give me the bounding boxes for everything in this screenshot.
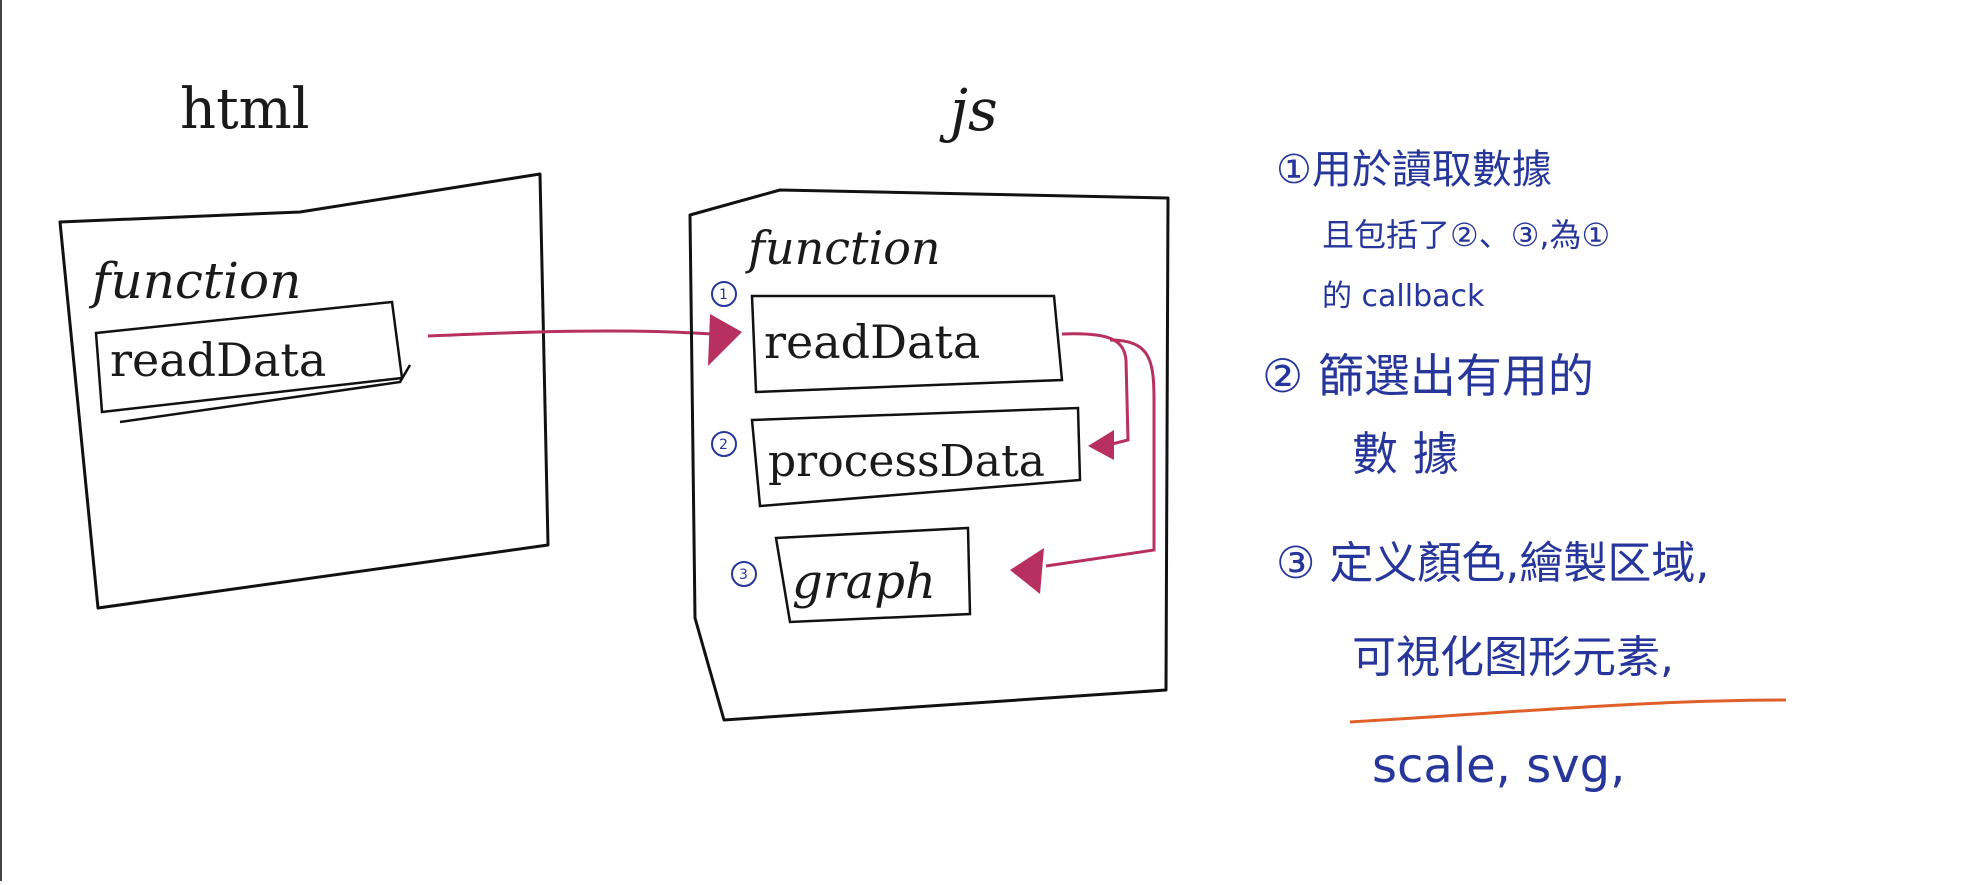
html-readdata-box-shadow — [119, 364, 412, 424]
js-readdata-label: readData — [764, 315, 980, 369]
step1-marker — [711, 281, 737, 307]
html-panel-keyword: function — [88, 252, 301, 310]
js-panel-keyword: function — [745, 221, 941, 275]
callback-arrow-process — [1061, 332, 1130, 446]
js-readdata-box — [750, 294, 1064, 394]
note2-line2: 數 據 — [1352, 427, 1459, 481]
html-panel-title: html — [180, 77, 310, 142]
note1-line3: 的 callback — [1322, 279, 1485, 314]
step1-marker-text: 1 — [719, 287, 728, 303]
js-panel-title: js — [939, 76, 998, 144]
note-graph: ③ 定义顏色,繪製区域, 可視化图形元素, — [1276, 538, 1787, 724]
html-panel-box — [58, 172, 550, 610]
step2-marker-text: 2 — [719, 437, 728, 453]
note1-line1: ①用於讀取數據 — [1276, 147, 1552, 193]
js-graph-box — [774, 526, 972, 624]
js-processdata-label: processData — [768, 436, 1045, 487]
note3-line2: 可視化图形元素, — [1352, 632, 1674, 683]
callback-arrow-process-head — [1088, 430, 1114, 460]
step2-marker — [711, 431, 737, 457]
callback-arrow-graph — [1045, 338, 1156, 568]
note1-line2: 且包括了②、③,為① — [1322, 216, 1610, 254]
note-readdata: ①用於讀取數據 且包括了②、③,為① 的 callback — [1276, 147, 1610, 314]
step3-marker — [731, 561, 757, 587]
note-processdata: ② 篩選出有用的 數 據 — [1262, 349, 1594, 481]
js-panel-box — [688, 188, 1170, 722]
note2-line1: ② 篩選出有用的 — [1262, 349, 1594, 403]
callback-arrow-graph-head — [1010, 548, 1044, 594]
js-processdata-box — [750, 406, 1082, 508]
html-readdata-label: readData — [110, 333, 326, 387]
note-scale-svg: scale, svg, — [1372, 738, 1625, 794]
js-graph-label: graph — [792, 554, 936, 610]
call-arrow — [427, 329, 713, 338]
note3-underline — [1349, 698, 1787, 724]
step3-marker-text: 3 — [739, 567, 748, 583]
note3-line1: ③ 定义顏色,繪製区域, — [1276, 538, 1709, 589]
call-arrow-head — [708, 314, 742, 366]
